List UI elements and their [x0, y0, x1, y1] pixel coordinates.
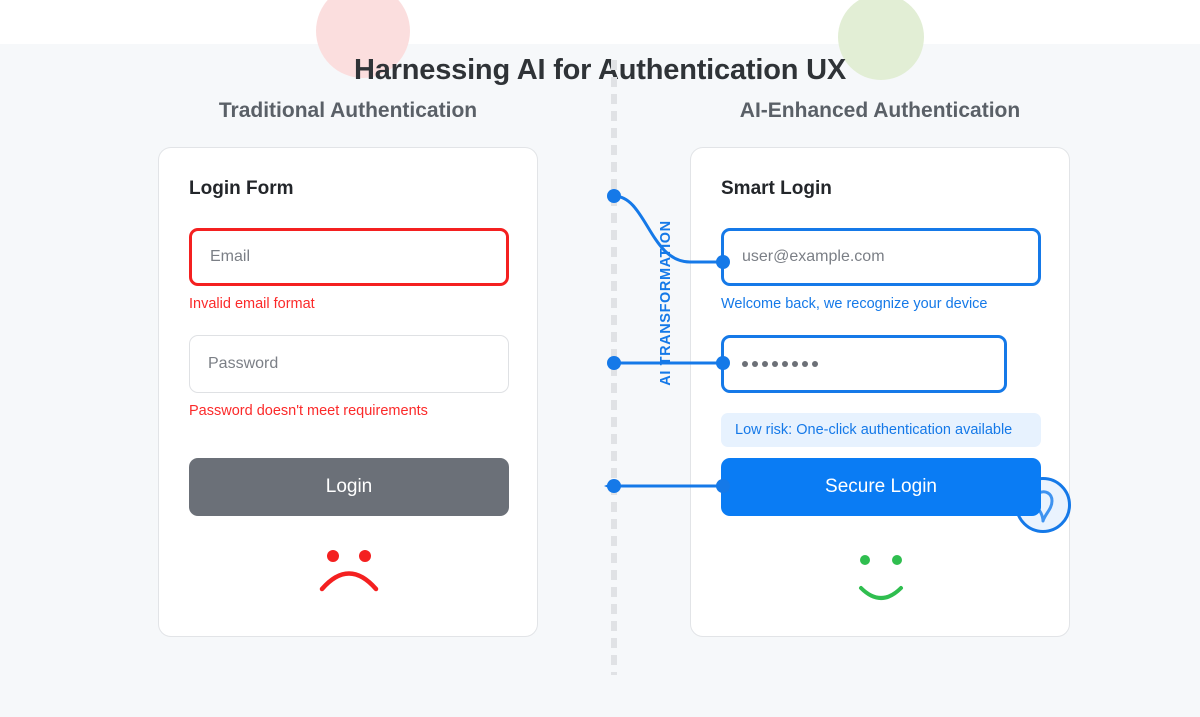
- risk-assessment-badge: Low risk: One-click authentication avail…: [721, 413, 1041, 447]
- email-input-ai-value: user@example.com: [742, 248, 885, 265]
- left-column-title: Traditional Authentication: [218, 99, 478, 122]
- email-input-traditional[interactable]: Email: [189, 228, 509, 286]
- sad-face-icon: [289, 538, 409, 618]
- password-masked-dots: [742, 361, 818, 367]
- email-recognition-hint: Welcome back, we recognize your device: [721, 296, 988, 312]
- green-circle-decoration: [838, 0, 924, 80]
- transformation-label: AI TRANSFORMATION: [658, 220, 674, 386]
- login-button-label: Login: [325, 476, 373, 497]
- traditional-login-card: Login Form Email Invalid email format Pa…: [158, 147, 538, 637]
- right-column-title: AI-Enhanced Authentication: [739, 99, 1021, 122]
- page-title: Harnessing AI for Authentication UX: [354, 54, 846, 86]
- email-input-ai[interactable]: user@example.com: [721, 228, 1041, 286]
- email-input-placeholder: Email: [210, 248, 251, 265]
- left-card-title: Login Form: [189, 178, 294, 199]
- transformation-divider: [611, 60, 617, 675]
- right-card-title: Smart Login: [721, 178, 832, 199]
- ai-login-card: Smart Login user@example.com Welcome bac…: [690, 147, 1071, 637]
- email-error-message: Invalid email format: [189, 296, 315, 312]
- risk-assessment-text: Low risk: One-click authentication avail…: [735, 422, 1013, 438]
- happy-face-icon: [821, 538, 941, 618]
- password-input-traditional[interactable]: Password: [189, 335, 509, 393]
- secure-login-button[interactable]: Secure Login: [721, 458, 1041, 516]
- pink-circle-decoration: [316, 0, 410, 78]
- password-input-ai[interactable]: [721, 335, 1007, 393]
- login-button[interactable]: Login: [189, 458, 509, 516]
- password-error-message: Password doesn't meet requirements: [189, 403, 428, 419]
- password-input-placeholder: Password: [208, 355, 279, 372]
- secure-login-button-label: Secure Login: [825, 476, 937, 497]
